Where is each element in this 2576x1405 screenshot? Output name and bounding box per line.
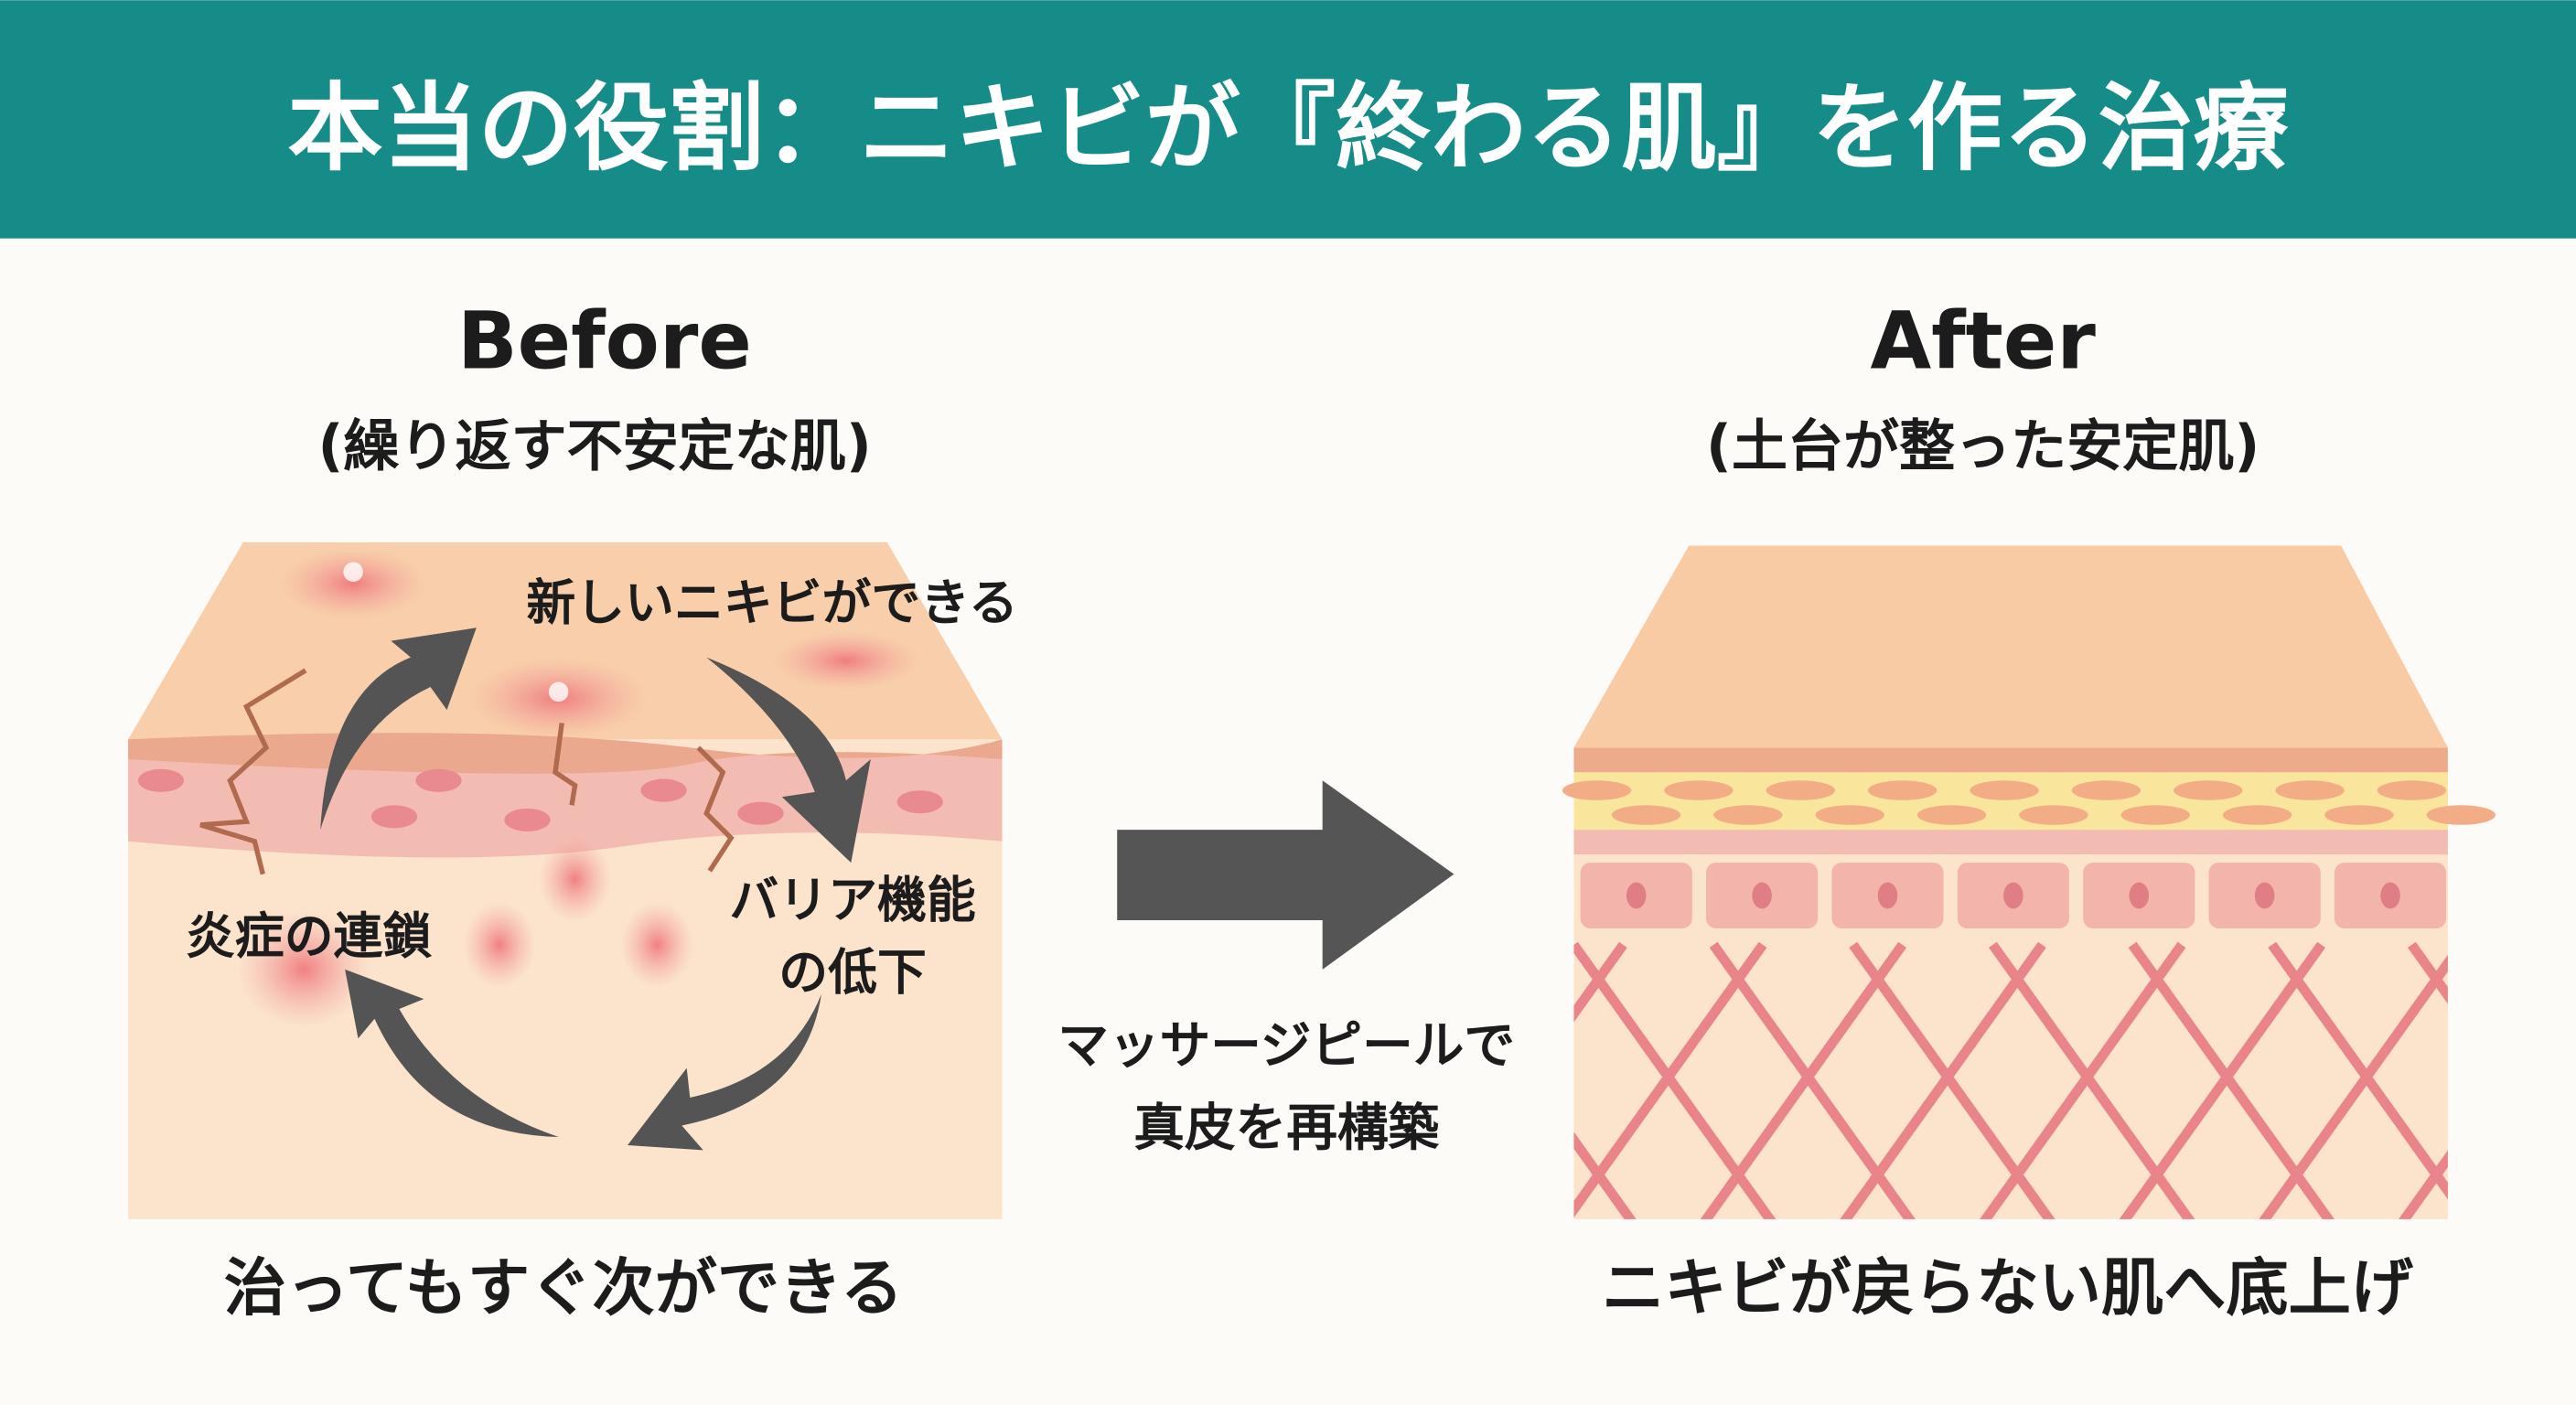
header-bar [0,0,2576,239]
cell-nucleus [2003,882,2023,909]
cell-oval [1815,805,1884,825]
collagen-fiber [2399,1150,2448,1219]
collagen-fiber [1573,941,1767,1218]
cell-oval [2174,780,2243,800]
collagen-fiber [1980,941,2186,1219]
crack-lines [199,668,735,875]
cell-oval [2222,805,2292,825]
cell-oval [1970,780,2039,800]
cell-oval [1766,780,1836,800]
collagen-fiber [2259,954,2448,1219]
cell-nucleus [1877,882,1898,909]
cell-oval [1562,780,1632,800]
cell-nucleus [2380,882,2400,909]
transition-line-1: マッサージピールで [1057,1016,1515,1076]
transition-line-2: 真皮を再構築 [1133,1099,1439,1158]
cycle-label-new-acne: 新しいニキビができる [526,574,1018,631]
cell-nucleus [2254,882,2275,909]
collagen-fiber [1155,945,1484,1405]
collagen-fiber [2119,941,2326,1219]
cell-oval [2120,805,2190,825]
cycle-label-inflammation: 炎症の連鎖 [186,907,432,965]
collagen-fiber [2551,945,2576,1405]
after-heading: After [1870,296,2096,388]
collagen-fiber [2551,945,2576,1405]
before-caption: 治ってもすぐ次ができる [224,1253,903,1325]
cell-nucleus [1626,882,1647,909]
collagen-fiber [1015,945,1344,1405]
cell-oval [1713,805,1783,825]
cell-nucleus [1752,882,1772,909]
collagen-fiber [1015,945,1344,1405]
after-skin-diagram [1015,545,2576,1405]
collagen-fiber [1700,941,1907,1219]
cell-oval [2324,805,2394,825]
cell-oval [1867,780,1937,800]
cell-oval [2071,780,2141,800]
collagen-fiber [1155,945,1484,1405]
cell-nucleus [2129,882,2150,909]
cycle-arrows [320,627,871,1151]
cell-oval [2019,805,2088,825]
page-title: 本当の役割：ニキビが『終わる肌』を作る治療 [287,72,2288,184]
after-caption: ニキビが戻らない肌へ底上げ [1602,1253,2414,1325]
before-skin-diagram: 新しいニキビができる バリア機能 の低下 炎症の連鎖 [128,542,1018,1219]
after-subheading: (土台が整った安定肌) [1706,413,2259,478]
cell-oval [1611,805,1681,825]
cell-oval [2426,805,2496,825]
cycle-label-barrier-1: バリア機能 [729,871,975,928]
before-heading: Before [457,296,752,388]
before-subheading: (繰り返す不安定な肌) [318,413,872,478]
collagen-fiber [1840,941,2046,1219]
cell-oval [2377,780,2447,800]
cycle-label-barrier-2: の低下 [778,943,927,1001]
right-arrow-icon [1117,780,1454,970]
cell-oval [1664,780,1733,800]
cell-oval [2275,780,2345,800]
cell-oval [1916,805,1987,825]
